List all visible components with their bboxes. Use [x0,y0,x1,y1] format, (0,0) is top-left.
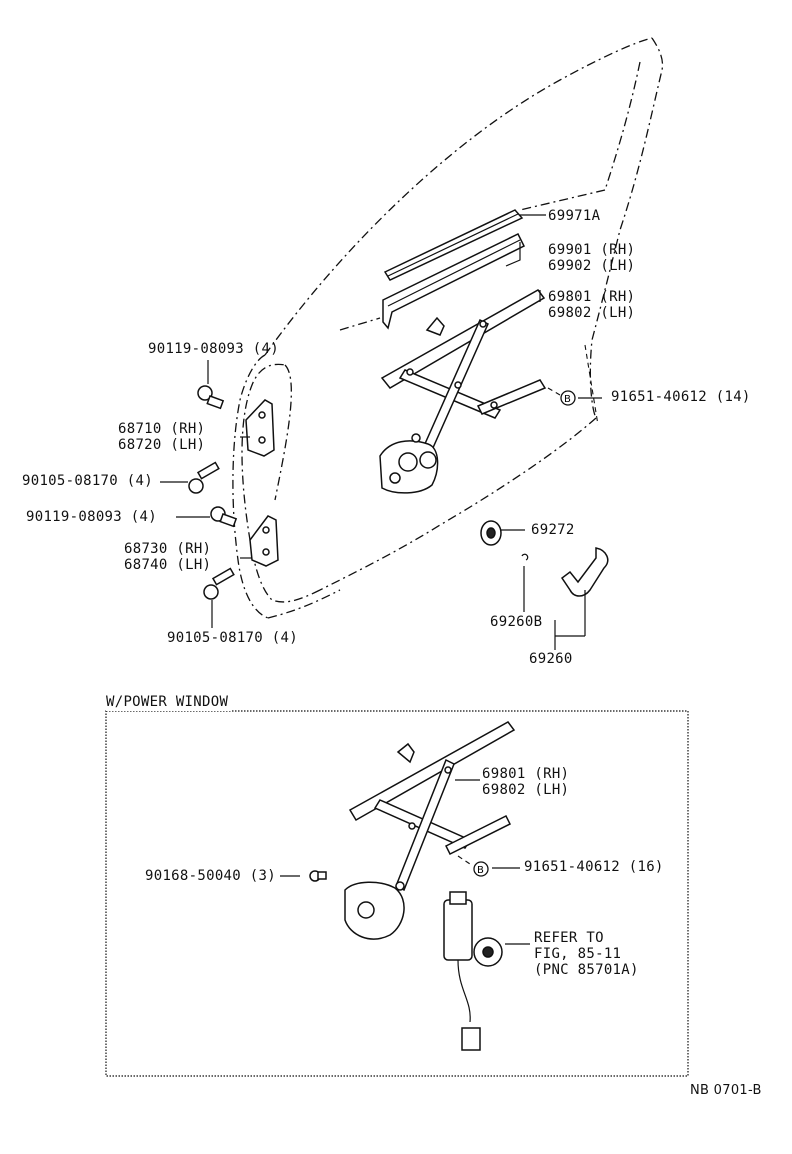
leader-lines-power [280,779,530,945]
upper-hinge-68710 [245,399,275,457]
window-handle-69260 [560,547,609,597]
label-90119-b: 90119-08093 (4) [26,509,157,525]
label-69801-pw: 69801 (RH) [482,766,570,782]
run-channel-69901 [382,232,526,330]
leader-lines-top [160,214,602,650]
label-69971a: 69971A [548,208,601,224]
window-channel-69971a [383,209,524,281]
screw-90168 [309,870,327,882]
label-68720: 68720 (LH) [118,437,206,453]
label-91651-top: 91651-40612 (14) [611,389,751,405]
label-69802-top: 69802 (LH) [548,305,636,321]
label-69260: 69260 [529,651,573,667]
bolt-90119-b [210,506,238,528]
power-window-box [105,710,689,1077]
bolt-90119-a [197,385,225,410]
label-69801-top: 69801 (RH) [548,289,636,305]
label-69901: 69901 (RH) [548,242,636,258]
label-refer-2: FIG, 85-11 [534,946,622,962]
handle-plate-69272 [480,520,502,546]
circle-b-top-text: B [564,394,571,405]
label-90105-a: 90105-08170 (4) [22,473,153,489]
label-68710: 68710 (RH) [118,421,206,437]
label-91651-pw: 91651-40612 (16) [524,859,664,875]
circle-b-power-text: B [477,865,484,876]
label-69260b: 69260B [490,614,543,630]
label-90168: 90168-50040 (3) [145,868,276,884]
figure-code: NB 0701-B [690,1083,762,1098]
door-outline [232,37,664,619]
label-69802-pw: 69802 (LH) [482,782,570,798]
window-regulator-power [344,721,516,940]
label-69272: 69272 [531,522,575,538]
bolt-90105-b [203,567,235,600]
label-68740: 68740 (LH) [124,557,212,573]
circle-b-top: B [560,390,576,406]
label-90105-b: 90105-08170 (4) [167,630,298,646]
bolt-90105-a [188,461,220,494]
snap-ring-69260b [521,553,529,561]
lower-hinge-68730 [249,515,279,567]
label-refer-1: REFER TO [534,930,604,946]
power-window-motor [443,891,503,1051]
label-90119-a: 90119-08093 (4) [148,341,279,357]
label-69902: 69902 (LH) [548,258,636,274]
circle-b-power: B [473,861,489,877]
power-window-title: W/POWER WINDOW [106,694,233,711]
window-regulator-manual [379,289,547,494]
label-68730: 68730 (RH) [124,541,212,557]
label-refer-3: (PNC 85701A) [534,962,639,978]
